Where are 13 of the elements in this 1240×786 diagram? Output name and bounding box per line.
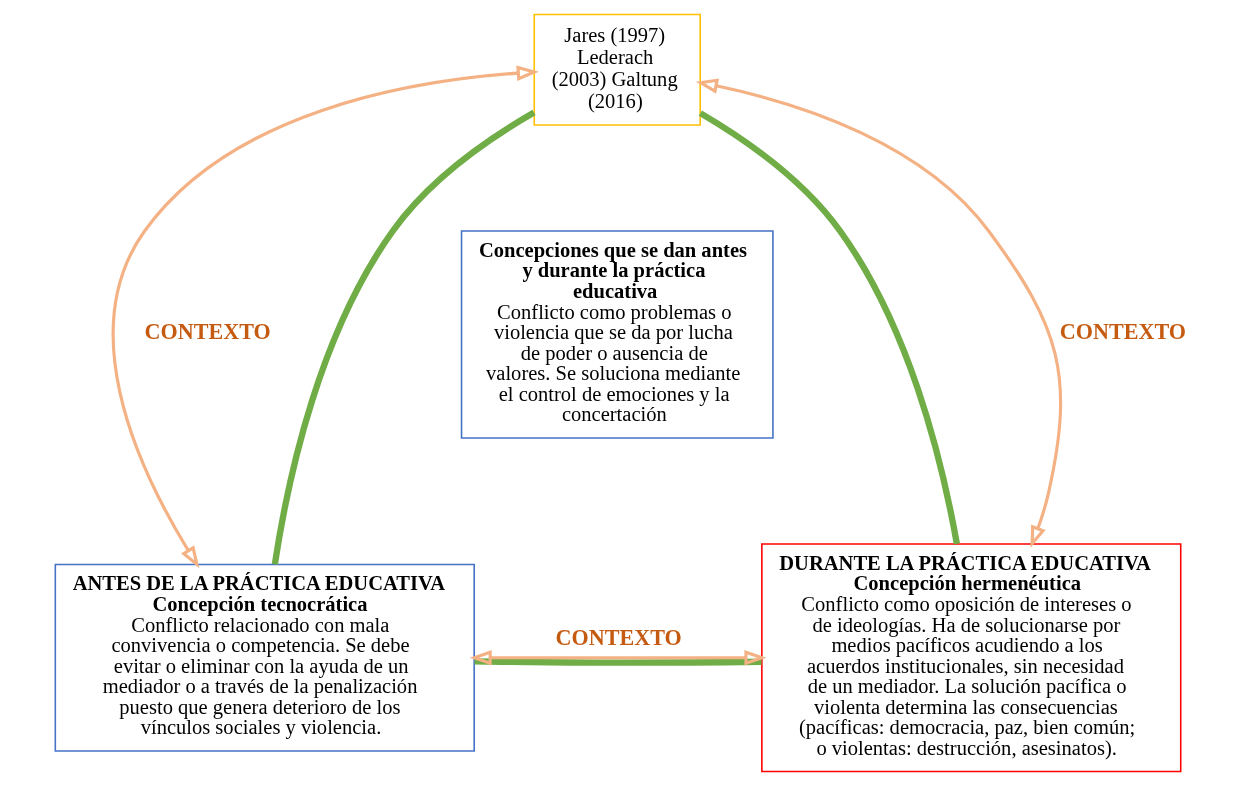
node-box: ANTES DE LA PRÁCTICA EDUCATIVA Concepción tecnocrática Conflicto relacionado con mala convivencia o competencia. Se debe evitar o eliminar con la ayuda de un mediador o a través de la penalización puesto que genera deterioro de los vínculos sociales y violencia. [54,563,475,752]
node-box: DURANTE LA PRÁCTICA EDUCATIVA Concepción hermenéutica Conflicto como oposición de intereses o de ideologías. Ha de solucionarse por medios pacíficos acudiendo a los acuerdos institucionales, sin necesidad de un mediador. La solución pacífica o violenta determina las consecuencias (pacíficas: democracia, paz, bien común; o violentas: destrucción, asesinatos). [761,543,1182,773]
node-box: Concepciones que se dan antes y durante la práctica educativa Conflicto como problemas o violencia que se da por lucha de poder o ausencia de valores. Se soluciona mediante el control de emociones y la concertación [460,230,774,439]
connector [698,110,960,545]
arrow [111,65,539,569]
edge-label: CONTEXTO [555,625,682,651]
arrow [695,78,1062,548]
node-box: Jares (1997) Lederach (2003) Galtung (2016) [533,13,701,126]
edge-label: CONTEXTO [144,318,271,344]
edge-label: CONTEXTO [1059,318,1186,344]
connector [474,658,762,666]
connector [271,109,536,565]
arrow [469,650,767,666]
